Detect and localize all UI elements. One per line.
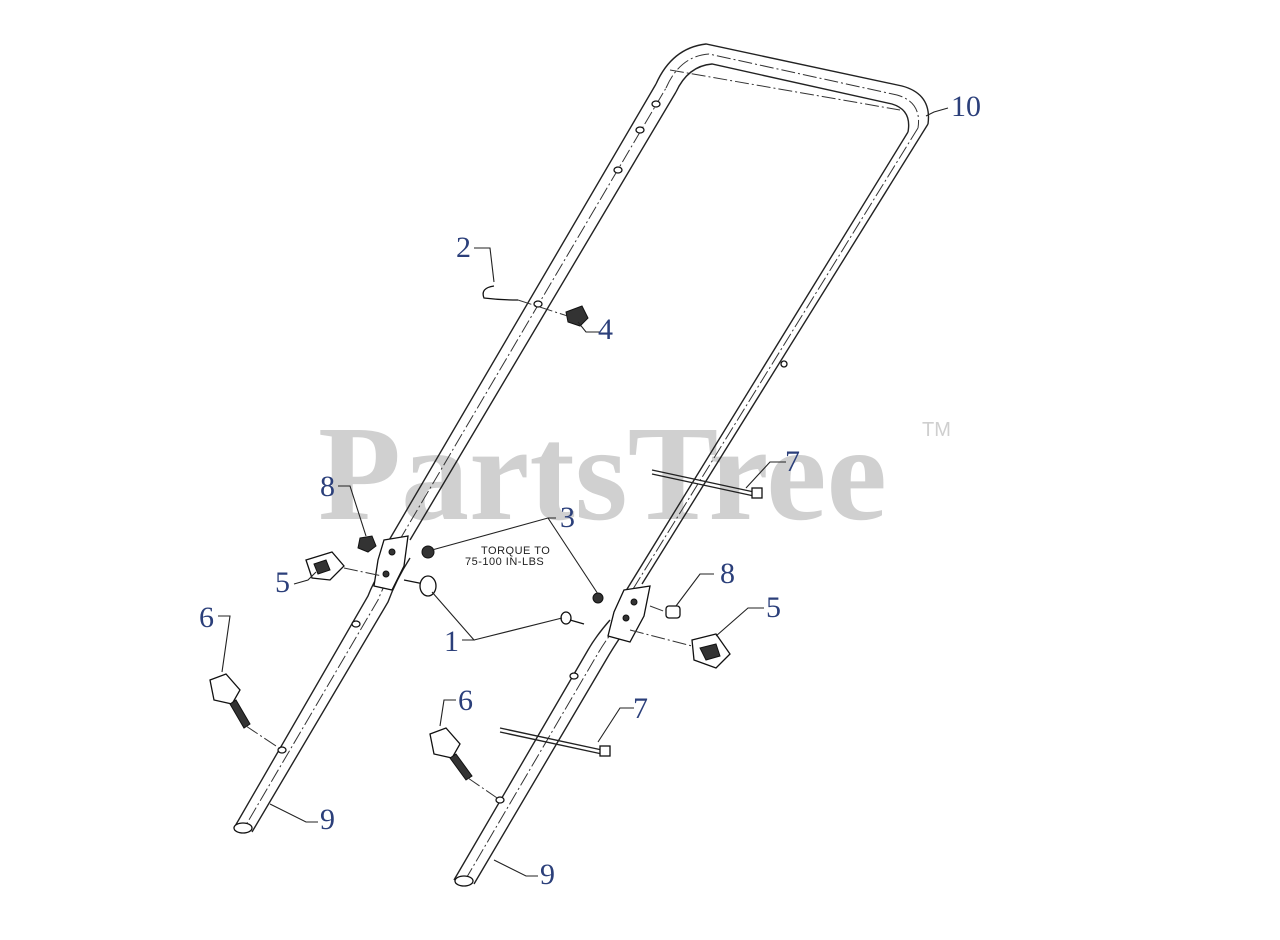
cable-guide-hook [482,285,519,301]
handle-knob-right [629,629,731,669]
callout-9-left[interactable]: 9 [320,803,335,836]
leader-lines [218,107,949,877]
callout-8-left[interactable]: 8 [320,470,335,503]
callout-3[interactable]: 3 [560,501,575,534]
lower-knob-left [209,673,283,751]
cable-tie-lower [499,727,611,757]
handle-knob-left [305,551,383,581]
lower-handle-left [233,557,411,834]
lower-knob-right [429,727,501,801]
torque-note-line1: TORQUE TO [481,545,550,557]
callout-2[interactable]: 2 [456,231,471,264]
cable-tie-upper [651,469,763,499]
callout-10[interactable]: 10 [951,90,981,123]
callout-6-right[interactable]: 6 [458,684,473,717]
watermark-logo: PartsTree [318,399,887,549]
callout-7-lower[interactable]: 7 [633,692,648,725]
callout-7-upper[interactable]: 7 [785,445,800,478]
callout-1[interactable]: 1 [444,625,459,658]
cable-clip [565,305,589,327]
carriage-bolt-left [403,575,437,597]
watermark-trademark: TM [922,419,951,441]
callout-9-right[interactable]: 9 [540,858,555,891]
hex-nut-right [649,605,681,619]
lock-nut-left [421,545,435,559]
hex-nut-left [357,535,377,553]
callout-8-right[interactable]: 8 [720,557,735,590]
callout-6-left[interactable]: 6 [199,601,214,634]
lock-nut-right [592,592,604,604]
carriage-bolt-right [560,611,585,625]
right-pivot-bracket [607,585,651,643]
callout-4[interactable]: 4 [598,313,613,346]
callout-5-right[interactable]: 5 [766,591,781,624]
upper-handle-frame [387,43,930,595]
left-pivot-bracket [373,535,409,591]
callout-5-left[interactable]: 5 [275,566,290,599]
torque-note-line2: 75-100 IN-LBS [465,556,544,568]
